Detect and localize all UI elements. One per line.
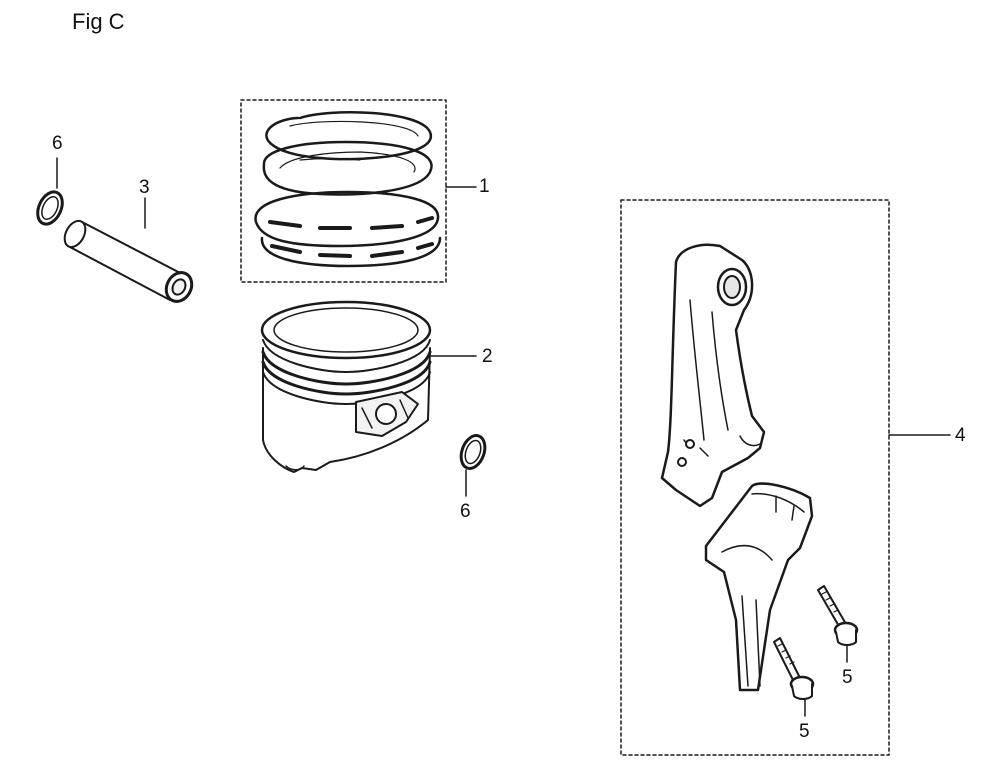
callout-5-upper: 5 <box>842 667 853 688</box>
connecting-rod <box>660 243 766 508</box>
conrod-bolt-upper <box>817 585 859 646</box>
piston-pin-clip-right <box>459 434 487 470</box>
callout-4: 4 <box>955 425 966 446</box>
callout-6-right: 6 <box>460 501 471 522</box>
piston-ring-set <box>254 110 442 268</box>
figure-title: Fig C <box>72 9 125 34</box>
callout-5-lower: 5 <box>799 721 810 742</box>
piston-pin <box>63 219 194 303</box>
connecting-rod-cap <box>704 482 814 692</box>
conrod-bolt-lower <box>773 637 815 700</box>
callout-3: 3 <box>139 177 150 198</box>
callout-1: 1 <box>479 176 490 197</box>
conrod-frame <box>620 199 890 756</box>
callout-6-left: 6 <box>52 133 63 154</box>
ring-set-frame <box>240 99 447 283</box>
piston <box>260 300 432 473</box>
piston-pin-clip-left <box>36 190 64 226</box>
callout-2: 2 <box>482 346 493 367</box>
